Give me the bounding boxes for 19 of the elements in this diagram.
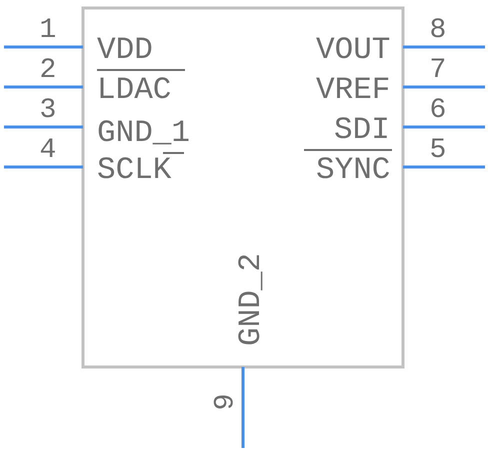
pin-number: 4 [40, 137, 56, 165]
chip-body [82, 6, 404, 368]
pin-number: 9 [212, 394, 240, 410]
pin-number: 3 [40, 97, 56, 125]
pin-number: 1 [40, 17, 56, 45]
pin-number: 6 [430, 97, 446, 125]
pin-name: VDD [97, 34, 153, 66]
pin-number: 8 [430, 17, 446, 45]
pin-name: GND_2 [236, 252, 266, 346]
pin-number: 2 [40, 57, 56, 85]
pin-name: VOUT [316, 34, 390, 66]
pin-name: SDI [334, 114, 390, 146]
pin-name: SCLK [97, 154, 172, 186]
pin-name: SYNC [316, 154, 390, 186]
pin-name: VREF [316, 74, 390, 106]
pin-name: LDAC [97, 74, 172, 106]
pin-name: GND_1 [97, 118, 190, 148]
pin-number: 7 [430, 57, 446, 85]
pin-number: 5 [430, 137, 446, 165]
